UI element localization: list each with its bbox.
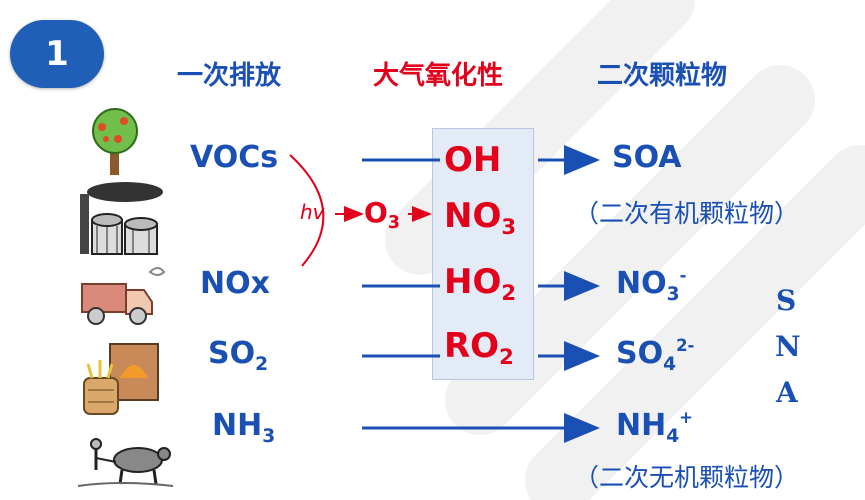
sna-n: N [775, 330, 801, 363]
header-secondary-particles: 二次颗粒物 [597, 61, 728, 91]
oxidant-oh: OH [444, 140, 502, 180]
label-vocs: VOCs [190, 140, 279, 175]
stove-icon [83, 343, 159, 415]
note-secondary-organic: （二次有机颗粒物） [574, 199, 800, 228]
sna-a: A [776, 376, 798, 409]
oxidant-no3: NO3 [444, 196, 517, 240]
factory-icon [80, 182, 163, 255]
product-soa: SOA [612, 140, 682, 175]
sna-s: S [776, 284, 797, 317]
label-nox: NOx [200, 266, 270, 301]
oxidant-ho2: HO2 [444, 262, 517, 306]
label-nh3: NH3 [212, 408, 276, 447]
oxidant-ro2: RO2 [444, 326, 514, 370]
tree-icon [92, 108, 138, 175]
slide-number-badge: 1 [10, 20, 104, 88]
header-oxidant: 大气氧化性 [373, 61, 504, 91]
label-o3: O3 [364, 196, 400, 234]
farmer-ox-icon [77, 438, 174, 487]
product-nitrate: NO3- [616, 265, 687, 305]
label-so2: SO2 [208, 336, 269, 375]
header-primary-emission: 一次排放 [177, 61, 282, 91]
label-hv: hv [300, 200, 325, 224]
product-sulfate: SO42- [616, 335, 695, 375]
note-secondary-inorganic: （二次无机颗粒物） [574, 463, 800, 492]
truck-icon [81, 267, 166, 325]
product-ammonium: NH4+ [616, 407, 693, 447]
oxidant-box [432, 128, 534, 380]
